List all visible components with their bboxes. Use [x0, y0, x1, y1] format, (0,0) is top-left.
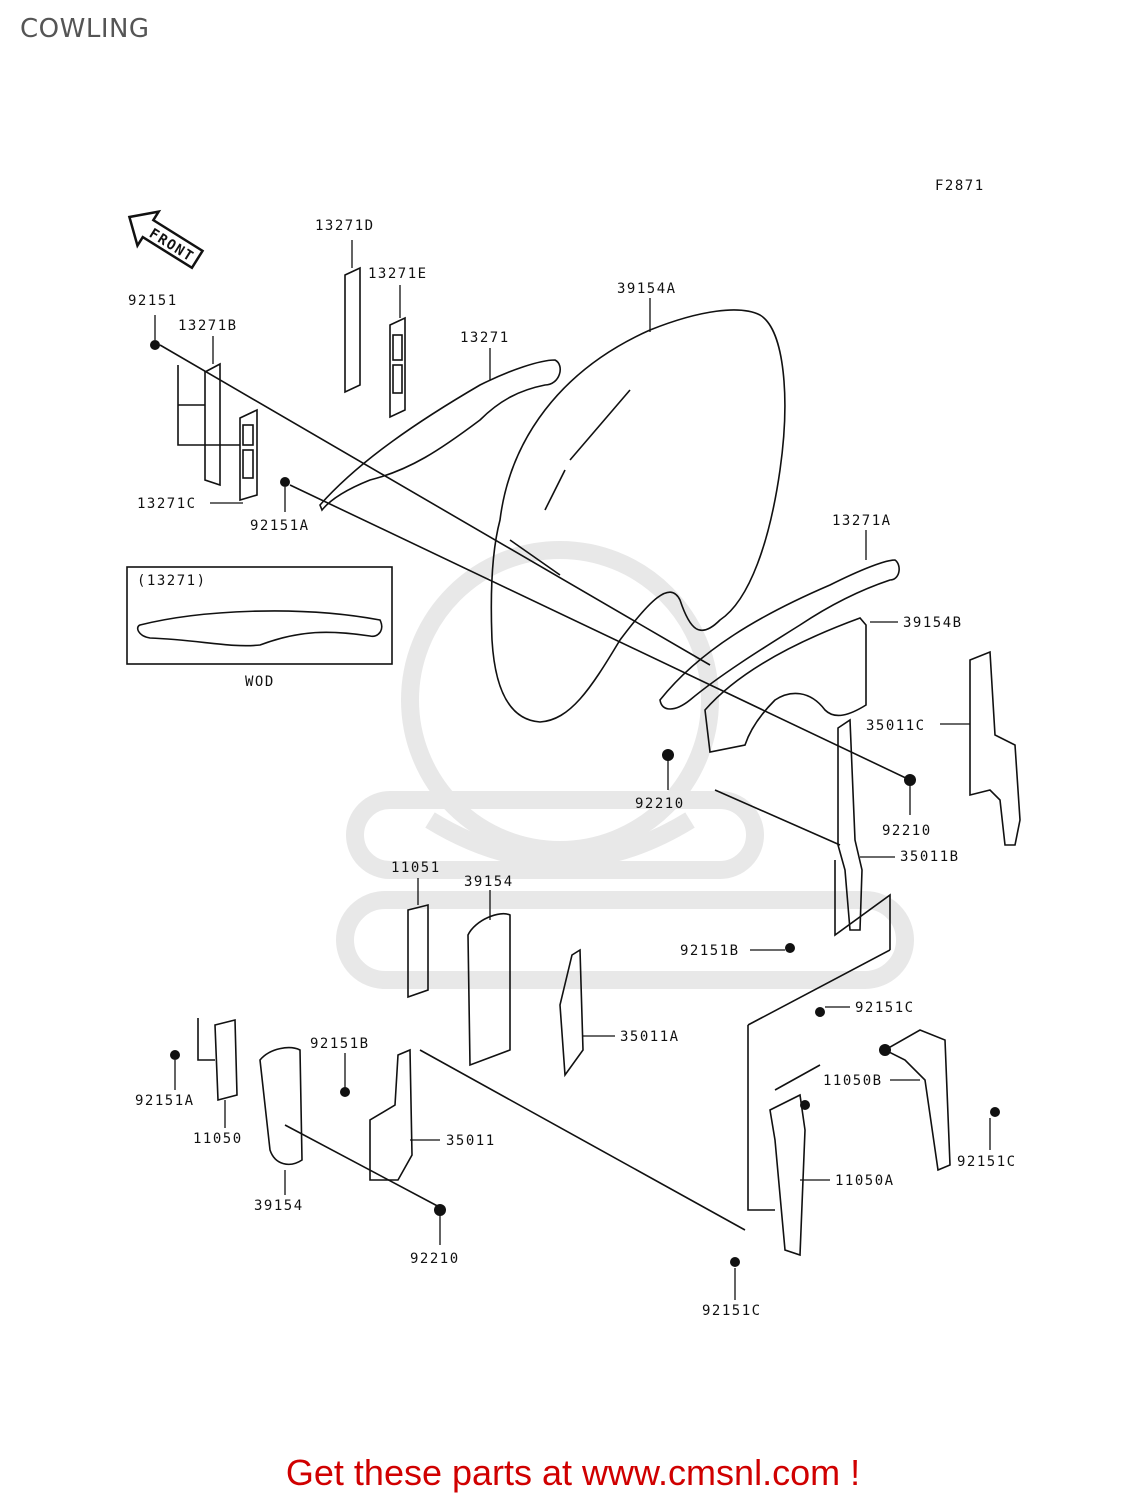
inset-title: (13271) — [137, 573, 207, 589]
label-92151A-top: 92151A — [250, 518, 310, 534]
label-92151C-right: 92151C — [957, 1154, 1017, 1170]
label-92151B-right: 92151B — [680, 943, 740, 959]
label-13271A: 13271A — [832, 513, 892, 529]
front-arrow-icon: FRONT — [127, 209, 205, 270]
label-39154B: 39154B — [903, 615, 963, 631]
bracket-35011A — [559, 948, 584, 1078]
label-39154A: 39154A — [617, 281, 677, 297]
windshield-39154A — [490, 309, 786, 723]
label-35011A: 35011A — [620, 1029, 680, 1045]
label-13271: 13271 — [460, 330, 510, 346]
piece-11051 — [407, 903, 429, 999]
bracket-11050B — [883, 1029, 951, 1172]
label-13271C: 13271C — [137, 496, 197, 512]
plate-13271C — [239, 408, 258, 502]
piece-11050 — [214, 1018, 238, 1102]
plate-13271E — [389, 316, 406, 419]
label-13271B: 13271B — [178, 318, 238, 334]
bracket-11050A — [769, 1093, 806, 1257]
plate-13271D — [344, 266, 361, 394]
label-92151: 92151 — [128, 293, 178, 309]
shield-39154-mid — [467, 913, 511, 1067]
label-92210-bottom: 92210 — [410, 1251, 460, 1267]
parts-diagram: F2871 FRONT — [126, 178, 1021, 1319]
label-92151C-top: 92151C — [855, 1000, 915, 1016]
label-13271D: 13271D — [315, 218, 375, 234]
watermark-logo — [336, 541, 914, 989]
label-92151A-left: 92151A — [135, 1093, 195, 1109]
bracket-35011B — [837, 718, 863, 931]
label-11050A: 11050A — [835, 1173, 895, 1189]
inset-caption: WOD — [245, 674, 275, 690]
label-92151B-left: 92151B — [310, 1036, 370, 1052]
bracket-35011 — [369, 1048, 413, 1181]
bracket-13271A — [659, 559, 900, 710]
label-11050B: 11050B — [823, 1073, 883, 1089]
label-13271E: 13271E — [368, 266, 428, 282]
figure-id: F2871 — [935, 178, 985, 194]
shield-39154B — [704, 617, 867, 753]
label-92210-mid: 92210 — [635, 796, 685, 812]
label-92151C-bottom: 92151C — [702, 1303, 762, 1319]
shield-39154-left — [259, 1046, 303, 1166]
label-35011B: 35011B — [900, 849, 960, 865]
page-title: COWLING — [20, 14, 150, 44]
label-92210-right: 92210 — [882, 823, 932, 839]
inset-box — [126, 566, 393, 665]
label-39154-mid: 39154 — [464, 874, 514, 890]
footer-link[interactable]: Get these parts at www.cmsnl.com ! — [285, 1452, 861, 1493]
plate-13271B — [204, 362, 221, 487]
label-11050: 11050 — [193, 1131, 243, 1147]
bracket-13271 — [319, 359, 561, 512]
label-35011: 35011 — [446, 1133, 496, 1149]
label-11051: 11051 — [391, 860, 441, 876]
bracket-35011C — [969, 650, 1021, 846]
label-35011C: 35011C — [866, 718, 926, 734]
label-39154-left: 39154 — [254, 1198, 304, 1214]
